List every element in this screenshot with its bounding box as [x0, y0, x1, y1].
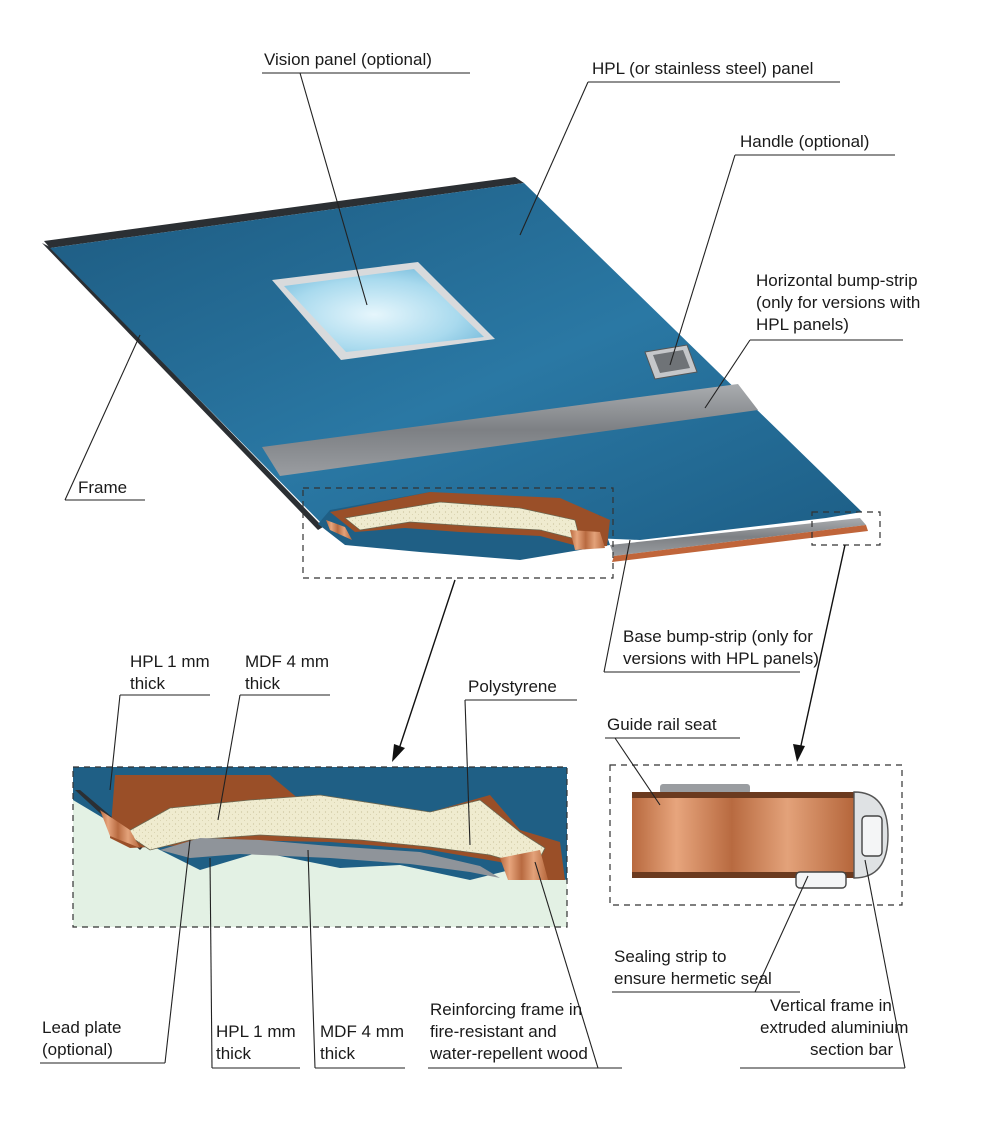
label-reinforcing-line3: water-repellent wood [429, 1044, 588, 1063]
arrow-to-edge-detail [793, 544, 846, 762]
label-reinforcing-line2: fire-resistant and [430, 1022, 557, 1041]
label-vertical-frame-line2: extruded aluminium [760, 1018, 908, 1037]
cutaway-highlight-box [302, 487, 614, 579]
section-detail [73, 767, 567, 927]
label-handle: Handle (optional) [740, 132, 869, 151]
edge-detail-frame [609, 764, 903, 906]
label-mdf-bottom-line1: MDF 4 mm [320, 1022, 404, 1041]
section-detail-frame [72, 766, 568, 928]
label-hpl-bottom-line2: thick [216, 1044, 251, 1063]
label-reinforcing-line1: Reinforcing frame in [430, 1000, 582, 1019]
guide-rail-slot [861, 815, 883, 857]
vision-panel-glass [284, 269, 484, 352]
label-base-strip-line1: Base bump-strip (only for [623, 627, 813, 646]
base-frame-edge [612, 525, 868, 562]
frame-top-edge [44, 177, 524, 248]
label-mdf-top-line1: MDF 4 mm [245, 652, 329, 671]
label-lead-plate-line2: (optional) [42, 1040, 113, 1059]
labels: Vision panel (optional) HPL (or stainles… [42, 50, 920, 1063]
leader-lines [40, 72, 906, 1069]
edge-highlight-box [811, 511, 881, 546]
base-bump-strip [610, 518, 866, 556]
label-horizontal-strip-line2: (only for versions with [756, 293, 920, 312]
label-hpl-panel: HPL (or stainless steel) panel [592, 59, 813, 78]
label-horizontal-strip-line1: Horizontal bump-strip [756, 271, 918, 290]
label-sealing-strip-line1: Sealing strip to [614, 947, 726, 966]
label-hpl-top-line1: HPL 1 mm [130, 652, 210, 671]
sealing-strip-profile [795, 871, 847, 889]
label-mdf-bottom-line2: thick [320, 1044, 355, 1063]
door-panel [42, 177, 868, 562]
edge-detail [632, 784, 889, 889]
label-guide-rail: Guide rail seat [607, 715, 717, 734]
label-vertical-frame-line1: Vertical frame in [770, 996, 892, 1015]
label-hpl-top-line2: thick [130, 674, 165, 693]
label-lead-plate-line1: Lead plate [42, 1018, 121, 1037]
label-mdf-top-line2: thick [245, 674, 280, 693]
horizontal-bump-strip [262, 384, 758, 476]
label-frame: Frame [78, 478, 127, 497]
frame-left-edge [42, 243, 323, 530]
label-polystyrene: Polystyrene [468, 677, 557, 696]
label-base-strip-line2: versions with HPL panels) [623, 649, 819, 668]
label-sealing-strip-line2: ensure hermetic seal [614, 969, 772, 988]
label-vertical-frame-line3: section bar [810, 1040, 893, 1059]
hpl-panel-surface [50, 183, 862, 540]
label-hpl-bottom-line1: HPL 1 mm [216, 1022, 296, 1041]
cutaway-layers [318, 492, 610, 560]
label-horizontal-strip-line3: HPL panels) [756, 315, 849, 334]
arrow-to-section-detail [392, 579, 456, 762]
label-vision-panel: Vision panel (optional) [264, 50, 432, 69]
